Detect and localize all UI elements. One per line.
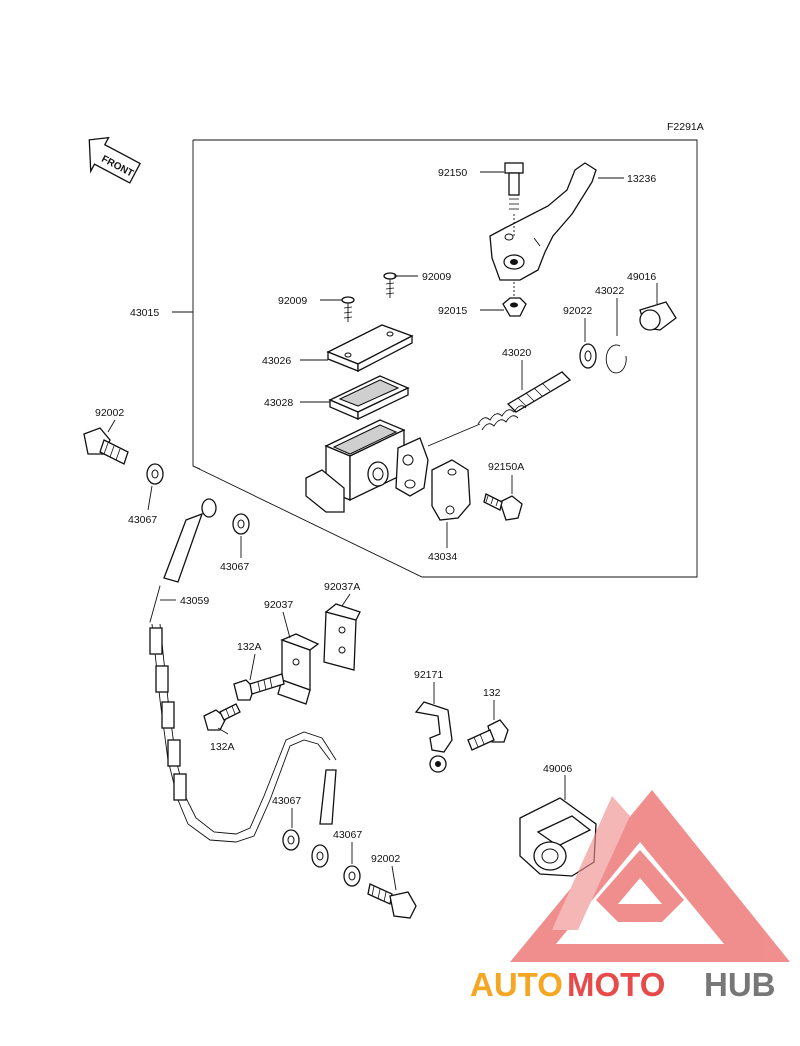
pivot-nut — [502, 282, 527, 317]
part-label-92002-b: 92002 — [371, 853, 400, 865]
clamp-bolt — [483, 493, 523, 521]
part-label-92022: 92022 — [563, 305, 592, 317]
part-label-43067-c: 43067 — [272, 795, 301, 807]
watermark-logo-icon — [510, 790, 790, 962]
brake-lever — [489, 162, 597, 281]
brand-part-auto: AUTO — [470, 966, 563, 1003]
part-label-132A-a: 132A — [237, 641, 262, 653]
part-label-43034: 43034 — [428, 551, 457, 563]
part-label-49006: 49006 — [543, 763, 572, 775]
part-label-92037: 92037 — [264, 599, 293, 611]
part-label-132: 132 — [483, 687, 501, 699]
banjo-washer-3 — [282, 829, 300, 851]
part-labels: 92150 13236 92009 92009 92015 92022 4302… — [95, 167, 656, 865]
clamp-bolt-132 — [467, 719, 509, 751]
circlip — [605, 344, 627, 374]
part-label-92009-b: 92009 — [278, 295, 307, 307]
reservoir-diaphragm — [328, 375, 410, 421]
banjo-washer-1 — [146, 463, 164, 485]
hose-bracket-92037A — [323, 603, 361, 671]
part-label-43020: 43020 — [502, 347, 531, 359]
part-label-43067-a: 43067 — [128, 514, 157, 526]
bracket-bolt-132A-upper — [233, 673, 285, 701]
dust-boot — [639, 301, 677, 331]
brand-part-moto: MOTO — [567, 966, 665, 1003]
part-label-92002-a: 92002 — [95, 407, 124, 419]
leader-lines — [107, 171, 658, 891]
part-label-92015: 92015 — [438, 305, 467, 317]
part-label-92037A: 92037A — [324, 581, 360, 593]
hose-bracket-92037 — [277, 633, 320, 705]
bracket-bolt-132A-lower — [203, 703, 241, 731]
part-label-92009-a: 92009 — [422, 271, 451, 283]
reservoir-cap — [326, 324, 414, 373]
part-label-49016: 49016 — [627, 271, 656, 283]
part-label-43028: 43028 — [264, 397, 293, 409]
lever-cover — [519, 797, 597, 877]
figure-code: F2291A — [667, 121, 704, 133]
front-direction-arrow-icon: FRONT — [88, 136, 142, 184]
brake-hose — [149, 498, 337, 868]
banjo-bolt-upper — [83, 427, 129, 465]
master-cylinder-body — [305, 419, 481, 513]
part-label-13236: 13236 — [627, 173, 656, 185]
piston-washer — [579, 343, 597, 369]
watermark-brand: AUTO MOTO HUB — [470, 966, 776, 1003]
banjo-bolt-lower — [367, 883, 417, 919]
part-label-92150A: 92150A — [488, 461, 524, 473]
part-label-43015: 43015 — [130, 307, 159, 319]
master-cylinder-assembly-outline — [192, 139, 698, 578]
part-label-92171: 92171 — [414, 669, 443, 681]
banjo-washer-2 — [232, 513, 250, 535]
part-label-43026: 43026 — [262, 355, 291, 367]
part-label-132A-b: 132A — [210, 741, 235, 753]
part-label-43059: 43059 — [180, 595, 209, 607]
brand-part-hub: HUB — [704, 966, 776, 1003]
part-label-43067-b: 43067 — [220, 561, 249, 573]
part-label-43022: 43022 — [595, 285, 624, 297]
part-label-43067-d: 43067 — [333, 829, 362, 841]
cap-screw-b — [341, 296, 355, 322]
pivot-bolt — [504, 162, 524, 236]
piston-assembly — [477, 371, 572, 431]
banjo-washer-4 — [343, 865, 361, 887]
handlebar-clamp — [431, 459, 471, 521]
hose-clamp-92171 — [414, 701, 453, 773]
part-label-92150: 92150 — [438, 167, 467, 179]
cap-screw-a — [383, 272, 397, 298]
